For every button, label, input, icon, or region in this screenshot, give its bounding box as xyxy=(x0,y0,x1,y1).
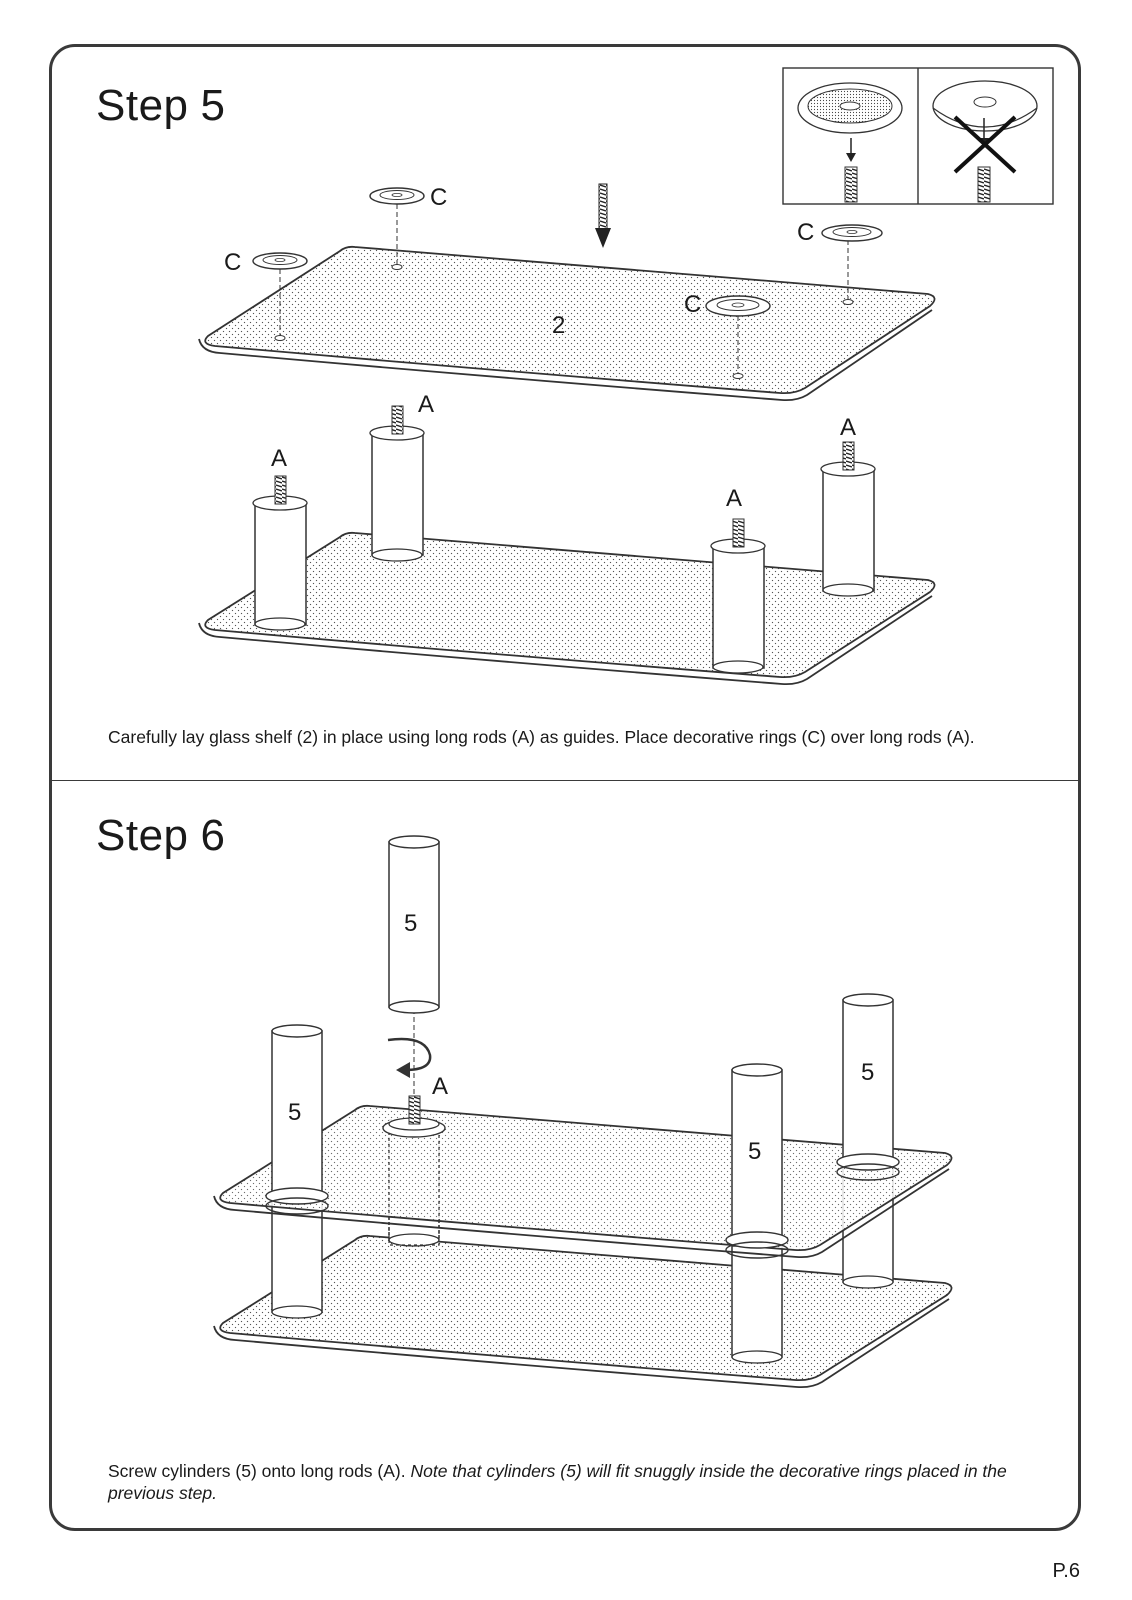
cylinder-label: 5 xyxy=(861,1059,874,1086)
down-arrow-icon xyxy=(595,183,611,248)
decorative-ring xyxy=(252,252,308,336)
correct-ring-orientation xyxy=(797,82,903,203)
rod-label: A xyxy=(432,1073,448,1100)
shelf-label: 2 xyxy=(552,312,565,339)
page-frame xyxy=(49,44,1081,1531)
step-5-diagram: A A A A 2 C C xyxy=(198,67,1054,686)
rod-label: A xyxy=(271,445,287,472)
wrong-cross-icon xyxy=(953,115,1017,174)
ring-label: C xyxy=(430,184,447,211)
post-front-right xyxy=(710,518,766,674)
rod-label: A xyxy=(418,391,434,418)
cylinder-to-install: 5 xyxy=(388,835,440,1014)
cylinder-label: 5 xyxy=(748,1138,761,1165)
ring-label: C xyxy=(224,249,241,276)
post-back-left xyxy=(369,405,425,562)
decorative-ring xyxy=(705,295,771,374)
page-number: P.6 xyxy=(1052,1560,1080,1582)
cylinder-installed: 5 xyxy=(836,993,900,1181)
rod-label: A xyxy=(726,485,742,512)
ring-with-rod xyxy=(382,1095,446,1138)
ring-orientation-inset xyxy=(782,67,1054,205)
step-6-instruction: Screw cylinders (5) onto long rods (A). … xyxy=(108,1460,1023,1504)
post-back-right xyxy=(820,441,876,597)
glass-shelf xyxy=(204,245,936,395)
instruction-text: Screw cylinders (5) onto long rods (A). xyxy=(108,1461,411,1481)
cylinder-installed: 5 xyxy=(265,1024,329,1215)
cylinder-label: 5 xyxy=(288,1099,301,1126)
post-front-left xyxy=(252,475,308,631)
base-shelf xyxy=(219,1234,953,1382)
decorative-ring xyxy=(821,224,883,300)
rotate-arrow-icon xyxy=(387,1037,432,1078)
rod-label: A xyxy=(840,414,856,441)
step-5-instruction: Carefully lay glass shelf (2) in place u… xyxy=(108,727,975,747)
ring-label: C xyxy=(797,219,814,246)
cylinder-installed: 5 xyxy=(725,1063,789,1259)
ring-label: C xyxy=(684,291,701,318)
instruction-note: Note that cylinders (5) will fit snuggly… xyxy=(108,1461,1007,1503)
cylinder-label: 5 xyxy=(404,910,417,937)
incorrect-ring-orientation xyxy=(932,80,1038,203)
glass-shelf xyxy=(219,1104,953,1252)
step-divider xyxy=(49,780,1081,781)
step-6-diagram: 5 5 5 A xyxy=(213,835,953,1389)
decorative-ring xyxy=(369,187,425,265)
